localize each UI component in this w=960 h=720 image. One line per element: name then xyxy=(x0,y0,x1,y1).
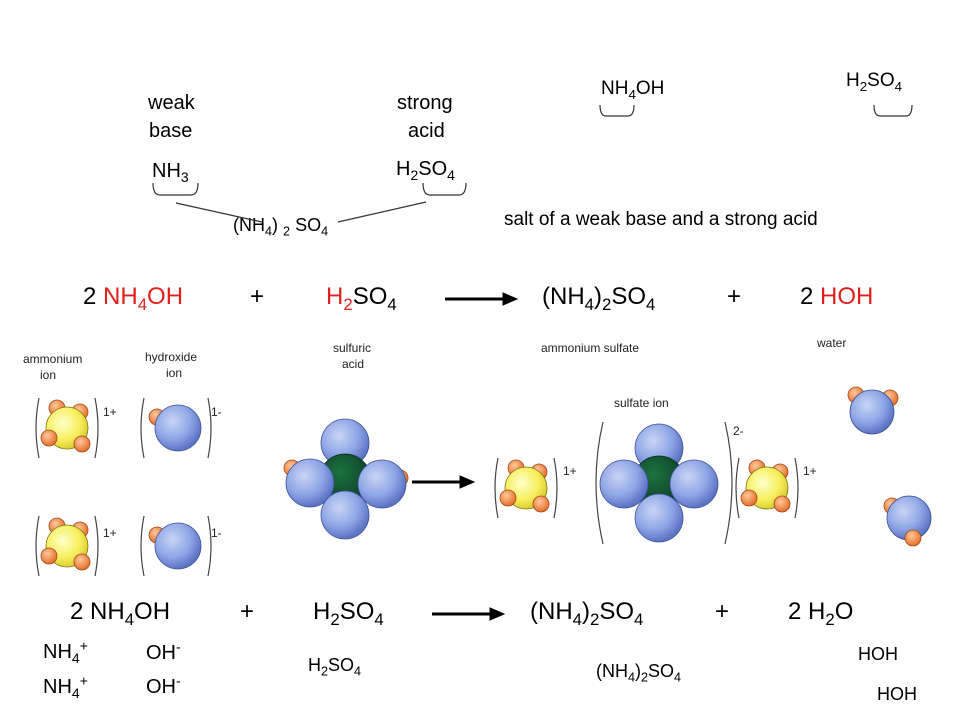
hoh-1: HOH xyxy=(858,644,898,664)
nh3-formula: NH3 xyxy=(152,160,189,185)
ammonium-ion-label-2: ion xyxy=(40,368,57,382)
strong-acid-label-2: acid xyxy=(408,120,445,142)
eq1-plus-2: + xyxy=(727,283,742,310)
sulfuric-acid-label-1: sulfuric xyxy=(333,341,372,355)
bracket-h2so4-left xyxy=(422,182,467,196)
charge-hydroxide-1: 1- xyxy=(211,405,222,419)
charge-ammonium-4: 1+ xyxy=(803,464,817,478)
bracket-nh3 xyxy=(152,182,199,196)
strong-acid-label-1: strong xyxy=(397,92,453,114)
ammonium-ion-4 xyxy=(735,457,799,519)
nh4-ion-1: NH4+ xyxy=(43,637,88,666)
salt-formula-bottom: (NH4)2SO4 xyxy=(596,661,682,685)
hydroxide-ion-label-1: hydroxide xyxy=(145,350,198,364)
charge-sulfate: 2- xyxy=(733,424,744,438)
hydroxide-ion-label-2: ion xyxy=(166,366,183,380)
h2so4-formula-top: H2SO4 xyxy=(846,70,902,94)
oh-ion-1: OH- xyxy=(146,638,181,664)
weak-base-label-1: weak xyxy=(148,92,195,114)
ammonium-ion-label-1: ammonium xyxy=(23,352,83,366)
bracket-nh4oh-top xyxy=(599,104,635,117)
oh-ion-2: OH- xyxy=(146,672,181,698)
eq2-reactant1: 2 NH4OH xyxy=(70,598,171,629)
water-molecule-1 xyxy=(847,386,899,435)
eq2-reactant2: H2SO4 xyxy=(313,598,384,629)
charge-hydroxide-2: 1- xyxy=(211,526,222,540)
h2so4-formula-left: H2SO4 xyxy=(396,158,455,183)
eq1-product2: 2 HOH xyxy=(800,283,874,310)
charge-ammonium-2: 1+ xyxy=(103,526,117,540)
connector-h2so4-salt xyxy=(337,201,427,223)
nh4oh-formula-top: NH4OH xyxy=(601,78,665,102)
arrow-eq1 xyxy=(445,292,519,306)
ammonium-ion-3 xyxy=(494,457,558,519)
hoh-2: HOH xyxy=(877,684,917,704)
ammonium-ion-1 xyxy=(35,397,99,459)
h2so4-molecule-bottom: H2SO4 xyxy=(308,655,362,679)
salt-description: salt of a weak base and a strong acid xyxy=(504,209,818,230)
hydroxide-ion-2 xyxy=(140,515,212,577)
eq1-reactant2: H2SO4 xyxy=(326,283,397,314)
hydroxide-ion-1 xyxy=(140,397,212,459)
eq1-reactant1: 2 NH4OH xyxy=(83,283,184,314)
sulfate-ion-molecule xyxy=(595,421,733,545)
sulfuric-acid-molecule xyxy=(283,418,409,540)
water-molecule-2 xyxy=(883,495,932,547)
arrow-middle xyxy=(412,475,476,489)
eq1-product1: (NH4)2SO4 xyxy=(542,283,656,314)
eq2-product2: 2 H2O xyxy=(788,598,854,629)
nh4-ion-2: NH4+ xyxy=(43,672,88,701)
arrow-eq2 xyxy=(432,607,506,621)
ammonium-sulfate-label: ammonium sulfate xyxy=(541,341,640,355)
water-label: water xyxy=(817,336,847,350)
bracket-h2so4-top xyxy=(873,104,913,117)
sulfuric-acid-label-2: acid xyxy=(342,357,365,371)
eq1-plus-1: + xyxy=(250,283,265,310)
connector-nh3-salt xyxy=(175,202,263,223)
eq2-plus-1: + xyxy=(240,598,255,625)
weak-base-label-2: base xyxy=(149,120,193,142)
eq2-plus-2: + xyxy=(715,598,730,625)
charge-ammonium-1: 1+ xyxy=(103,405,117,419)
eq2-product1: (NH4)2SO4 xyxy=(530,598,644,629)
sulfate-ion-label: sulfate ion xyxy=(614,396,669,410)
charge-ammonium-3: 1+ xyxy=(563,464,577,478)
ammonium-ion-2 xyxy=(35,515,99,577)
